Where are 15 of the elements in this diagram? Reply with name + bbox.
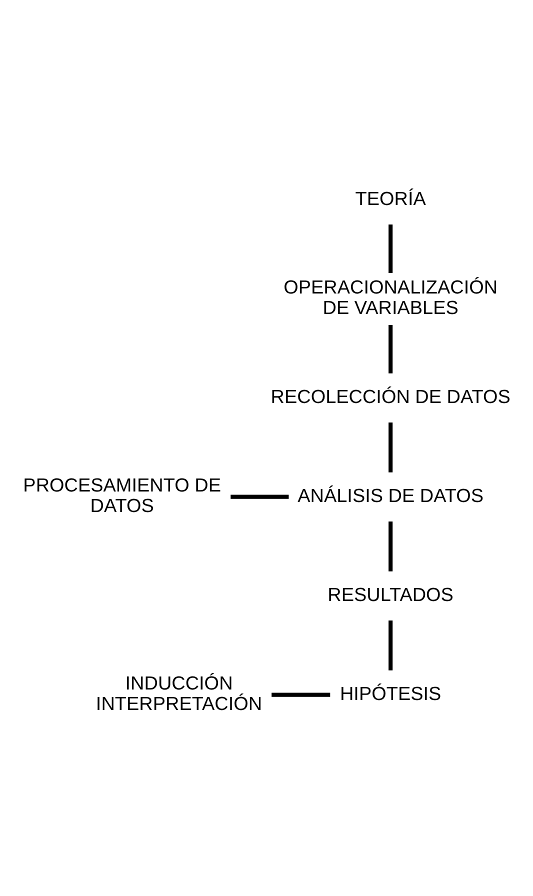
connector — [388, 422, 393, 472]
node-text: RECOLECCIÓN DE DATOS — [270, 386, 510, 408]
node-text: HIPÓTESIS — [340, 684, 442, 705]
node-text: OPERACIONALIZACIÓN DE VARIABLES — [284, 278, 498, 320]
node-text: ANÁLISIS DE DATOS — [298, 486, 484, 507]
connector — [388, 224, 393, 274]
connector — [272, 692, 330, 697]
connector — [388, 324, 393, 374]
node-text: TEORÍA — [355, 188, 426, 210]
connector — [230, 494, 289, 499]
node-text: INDUCCIÓN INTERPRETACIÓN — [96, 674, 262, 715]
node-text: RESULTADOS — [328, 584, 454, 606]
connector — [388, 620, 393, 670]
node-text: PROCESAMIENTO DE DATOS — [23, 476, 221, 518]
connector — [388, 521, 393, 572]
